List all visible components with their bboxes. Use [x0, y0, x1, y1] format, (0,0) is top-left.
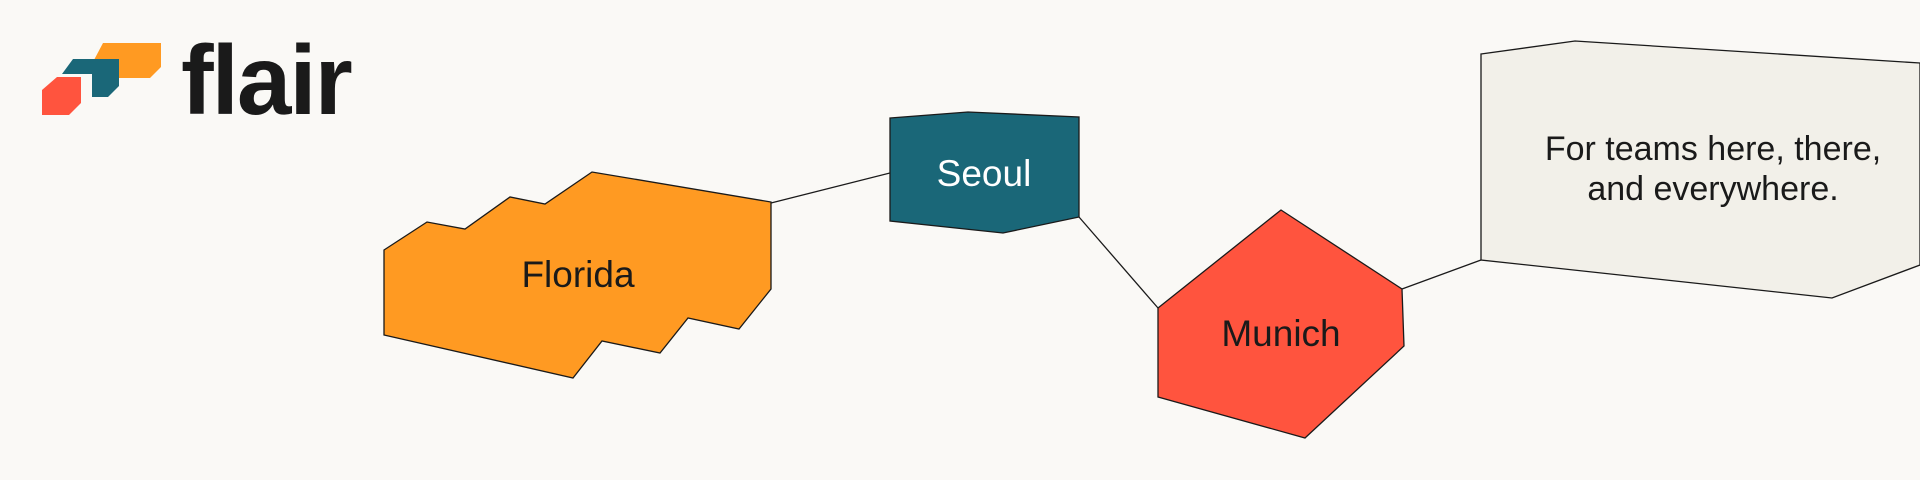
city-label-munich: Munich: [1221, 313, 1340, 354]
connector-munich-tagline: [1401, 259, 1482, 290]
tagline-line-1: For teams here, there,: [1545, 130, 1881, 168]
connector-florida-seoul: [770, 172, 891, 204]
city-shape-munich: Munich: [1157, 209, 1405, 439]
flair-logo[interactable]: flair: [42, 25, 354, 135]
city-shape-florida: Florida: [383, 171, 772, 379]
city-label-florida: Florida: [521, 254, 635, 295]
brand-wordmark: flair: [181, 25, 352, 135]
tagline-panel: For teams here, there, and everywhere.: [1480, 40, 1920, 299]
city-label-seoul: Seoul: [937, 153, 1032, 194]
flair-logo-icon: [42, 43, 161, 115]
tagline-line-2: and everywhere.: [1587, 170, 1838, 208]
city-shape-seoul: Seoul: [889, 111, 1080, 234]
connector-seoul-munich: [1078, 216, 1159, 309]
connector-lines: [770, 172, 1482, 309]
